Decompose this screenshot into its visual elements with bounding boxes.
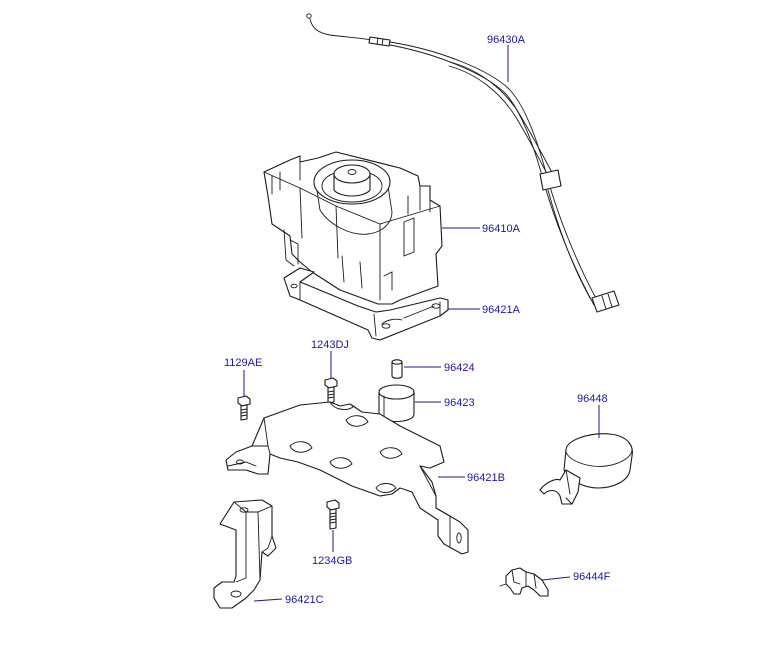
label-96410a: 96410A bbox=[482, 223, 521, 235]
label-1234gb: 1234GB bbox=[312, 555, 352, 567]
side-bracket-96421c bbox=[213, 499, 277, 609]
main-bracket-96421b bbox=[225, 401, 469, 555]
label-96423: 96423 bbox=[444, 397, 475, 409]
bushing-96423 bbox=[378, 384, 415, 423]
cover-96448 bbox=[539, 433, 633, 505]
bolt-1129ae bbox=[237, 395, 251, 421]
label-96421c: 96421C bbox=[285, 594, 324, 606]
clip-96444f bbox=[499, 567, 549, 597]
leader-96444f bbox=[541, 576, 571, 581]
label-96430a: 96430A bbox=[487, 34, 526, 46]
part-labels: 96430A 96410A 96421A 1129AE 1243DJ 96424… bbox=[224, 34, 611, 606]
bolt-1243dj bbox=[324, 377, 338, 404]
actuator-bracket-96421a bbox=[283, 267, 449, 341]
label-1243dj: 1243DJ bbox=[311, 339, 349, 351]
label-96421a: 96421A bbox=[482, 304, 521, 316]
label-96448: 96448 bbox=[577, 393, 608, 405]
bolt-1234gb bbox=[326, 499, 340, 530]
pin-96424 bbox=[391, 359, 403, 379]
leader-96421c bbox=[253, 598, 283, 602]
label-96421b: 96421B bbox=[467, 472, 505, 484]
cable-96430a bbox=[306, 13, 620, 313]
leader-lines bbox=[243, 45, 600, 602]
label-96424: 96424 bbox=[444, 362, 475, 374]
label-96444f: 96444F bbox=[573, 571, 611, 583]
actuator-96410a bbox=[263, 151, 443, 305]
label-1129ae: 1129AE bbox=[224, 357, 262, 369]
